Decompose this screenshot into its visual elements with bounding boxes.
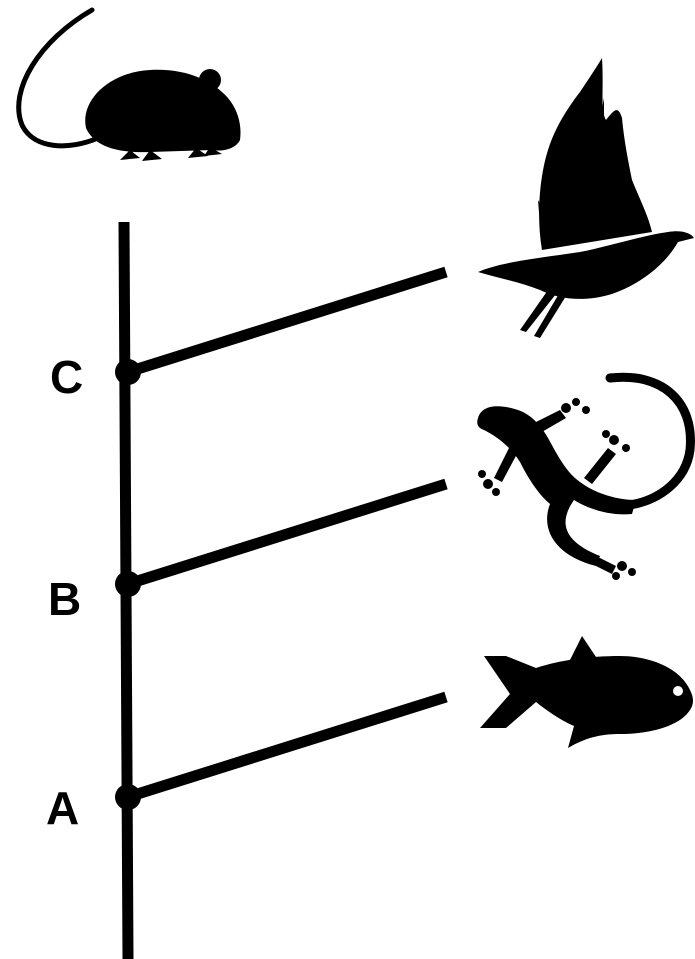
node-dot-c	[115, 359, 141, 385]
fish-icon	[480, 636, 693, 748]
branch-line-a	[126, 691, 448, 803]
branch-line-c	[126, 266, 448, 378]
node-dot-b	[115, 571, 141, 597]
node-label-b: B	[48, 573, 81, 625]
node-label-c: C	[50, 351, 83, 403]
bird-icon	[478, 58, 694, 338]
node-dot-a	[115, 784, 141, 810]
mouse-icon	[16, 7, 241, 161]
node-label-a: A	[46, 782, 79, 834]
lizard-icon	[477, 372, 695, 580]
branch-line-b	[126, 478, 448, 590]
